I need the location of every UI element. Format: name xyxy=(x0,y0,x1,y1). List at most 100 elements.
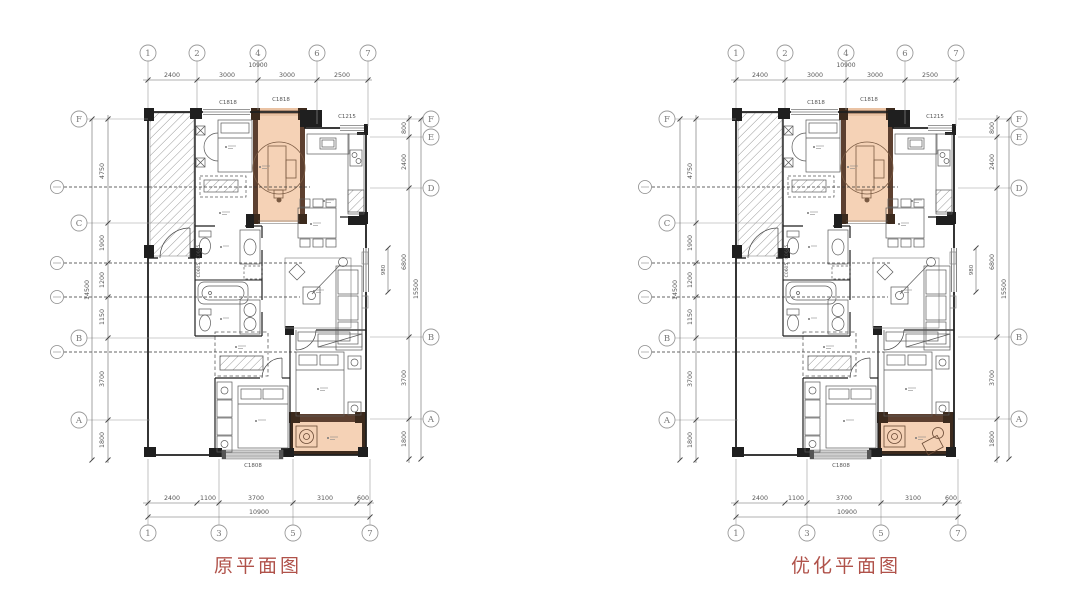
dim-label: 800 xyxy=(401,122,408,134)
grid-bottom: 1 3 5 7 2400 1100 3700 3100 600 10900 xyxy=(727,459,967,542)
dim-label: 2500 xyxy=(922,72,938,79)
grid-bubble: 1 xyxy=(145,529,150,539)
floor-plan-drawing: 1 2 4 6 7 10900 2400 3000 3000 2500 1 3 … xyxy=(638,44,1028,577)
grid-bubble: B xyxy=(1016,333,1022,343)
window-label: C0605 xyxy=(196,245,202,260)
dim-label: 1900 xyxy=(99,235,106,251)
grid-left: F C B A 4750 1900 1200 1150 3700 1800 14… xyxy=(70,110,215,463)
window-label: C1808 xyxy=(832,463,850,469)
grid-bubble: 1 xyxy=(145,49,150,59)
dim-label: 2400 xyxy=(752,495,768,502)
construction-lines xyxy=(64,186,310,353)
grid-bubble: D xyxy=(1016,184,1023,194)
study-furniture xyxy=(252,141,306,203)
dim-label: 800 xyxy=(989,122,996,134)
grid-bubble: A xyxy=(1015,415,1023,425)
grid-bubble: 5 xyxy=(878,529,883,539)
grid-left: F C B A 4750 1900 1200 1150 3700 1800 14… xyxy=(658,110,803,463)
dim-label: 3700 xyxy=(687,371,694,387)
living-room-furniture xyxy=(284,251,369,351)
dim-overall-top: 10900 xyxy=(836,62,855,69)
dim-label: 3100 xyxy=(317,495,333,502)
window-label: C1818 xyxy=(219,100,237,106)
window-label: C0605 xyxy=(784,245,790,260)
grid-bubble: F xyxy=(76,115,82,125)
terrace-hatch-area xyxy=(737,112,783,257)
grid-bubble: 3 xyxy=(804,529,809,539)
cloakroom xyxy=(802,331,857,377)
grid-bubble: 1 xyxy=(733,529,738,539)
grid-top: 1 2 4 6 7 10900 2400 3000 3000 2500 xyxy=(727,44,965,126)
grid-bubble: F xyxy=(428,115,434,125)
optimized-floor-plan: 1 2 4 6 7 10900 2400 3000 3000 2500 1 3 … xyxy=(588,0,1080,584)
plan-caption: 原平面图 xyxy=(214,555,302,577)
terrace-hatch-area xyxy=(149,112,195,257)
dim-label: 4750 xyxy=(99,163,106,179)
dim-label: 3700 xyxy=(989,370,996,386)
grid-bubble: 4 xyxy=(255,49,260,59)
grid-bubble: B xyxy=(664,334,670,344)
grid-bubble: 7 xyxy=(955,529,960,539)
window-labels: C1818 C1818 C1215 C1808 C0605 C0605 xyxy=(784,97,944,469)
grid-bubble: E xyxy=(428,133,434,143)
grid-bubble: 7 xyxy=(365,49,370,59)
kitchen-fixtures xyxy=(306,133,365,215)
dim-overall-bottom: 10900 xyxy=(837,509,857,516)
grid-top: 1 2 4 6 7 10900 2400 3000 3000 2500 xyxy=(139,44,377,126)
bedroom-left-furniture xyxy=(804,381,877,453)
dim-label: 1800 xyxy=(99,432,106,448)
dim-label: 4750 xyxy=(687,163,694,179)
grid-right: F E D B A 800 2400 6800 3700 1800 15500 … xyxy=(958,110,1028,463)
secondary-grid-bubbles xyxy=(638,180,652,359)
grid-bubble: D xyxy=(428,184,435,194)
dim-overall-top: 10900 xyxy=(248,62,267,69)
study-highlight-room xyxy=(839,108,895,224)
wall-columns xyxy=(144,108,368,457)
dim-label: 1100 xyxy=(200,495,216,502)
grid-bubble: 6 xyxy=(902,49,907,59)
dim-label: 3700 xyxy=(248,495,264,502)
grid-right: F E D B A 800 2400 6800 3700 1800 15500 … xyxy=(370,110,440,463)
dim-label: 2500 xyxy=(334,72,350,79)
floor-plan-drawing: 1 2 4 6 7 10900 2400 3000 3000 2500 1 3 … xyxy=(50,44,440,577)
grid-bubble: B xyxy=(428,333,434,343)
dim-label: 1200 xyxy=(687,272,694,288)
window-label: C1215 xyxy=(338,114,356,120)
dim-overall-right: 15500 xyxy=(1001,279,1008,299)
dining-set xyxy=(885,198,925,248)
dim-label: 1800 xyxy=(687,432,694,448)
bedroom-right-furniture xyxy=(295,333,363,417)
optimized-desk-group xyxy=(921,427,944,456)
window-symbols xyxy=(791,108,958,460)
dim-label: 2400 xyxy=(164,72,180,79)
dim-label: 600 xyxy=(945,495,957,502)
grid-bubble: F xyxy=(1016,115,1022,125)
dim-label: 6800 xyxy=(401,254,408,270)
window-labels: C1818 C1818 C1215 C1808 C0605 C0605 xyxy=(196,97,356,469)
grid-bottom: 1 3 5 7 2400 1100 3700 3100 600 10900 xyxy=(139,459,379,542)
laundry-fixtures xyxy=(295,425,318,448)
grid-bubble: 5 xyxy=(290,529,295,539)
dim-label: 3100 xyxy=(905,495,921,502)
window-label: C1215 xyxy=(926,114,944,120)
dim-overall-bottom: 10900 xyxy=(249,509,269,516)
dim-label: 3000 xyxy=(219,72,235,79)
study-furniture xyxy=(840,141,894,203)
dim-label: 2400 xyxy=(401,154,408,170)
living-room-furniture xyxy=(872,251,957,351)
dining-set xyxy=(297,198,337,248)
balcony-door-sill xyxy=(221,449,284,460)
construction-lines xyxy=(652,186,898,353)
plan-caption: 优化平面图 xyxy=(791,555,901,577)
room-label-marks xyxy=(219,145,338,440)
dim-label: 3000 xyxy=(807,72,823,79)
window-label: C1808 xyxy=(244,463,262,469)
dim-label: 1800 xyxy=(401,431,408,447)
dim-label: 1800 xyxy=(989,431,996,447)
bedroom-right-furniture xyxy=(883,333,951,417)
dim-label: 1100 xyxy=(788,495,804,502)
grid-bubble: 2 xyxy=(194,49,199,59)
balcony-door-sill xyxy=(809,449,872,460)
grid-bubble: 4 xyxy=(843,49,848,59)
